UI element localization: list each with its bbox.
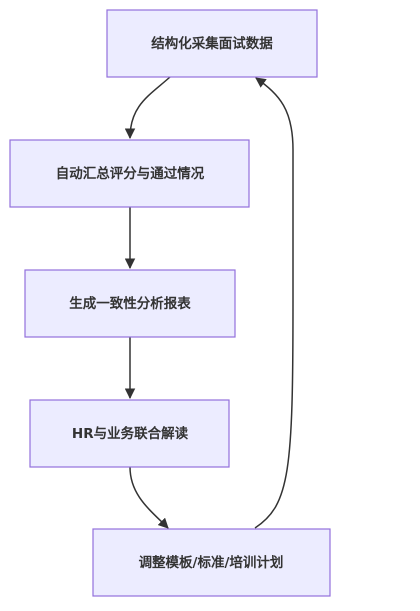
flow-node-box: [24, 269, 236, 338]
flow-node-label: 调整模板/标准/培训计划: [139, 554, 284, 571]
flow-node-n1: 结构化采集面试数据: [106, 9, 318, 78]
flow-node-box: [29, 399, 230, 468]
edge-n5-to-n1: [254, 77, 294, 529]
flow-node-n3: 生成一致性分析报表: [24, 269, 236, 338]
edge-n1-to-n2: [124, 76, 171, 140]
flow-node-n5: 调整模板/标准/培训计划: [92, 528, 331, 597]
flow-node-label: 自动汇总评分与通过情况: [56, 165, 205, 182]
edge-n4-to-n5: [129, 466, 169, 529]
flow-node-n2: 自动汇总评分与通过情况: [9, 139, 250, 208]
flow-node-label: 结构化采集面试数据: [151, 35, 273, 52]
flow-node-n4: HR与业务联合解读: [29, 399, 230, 468]
flow-node-box: [9, 139, 250, 208]
edges-group: [124, 76, 294, 529]
flow-node-label: HR与业务联合解读: [72, 425, 189, 442]
flow-node-box: [106, 9, 318, 78]
flow-node-label: 生成一致性分析报表: [69, 295, 191, 312]
flow-node-box: [92, 528, 331, 597]
